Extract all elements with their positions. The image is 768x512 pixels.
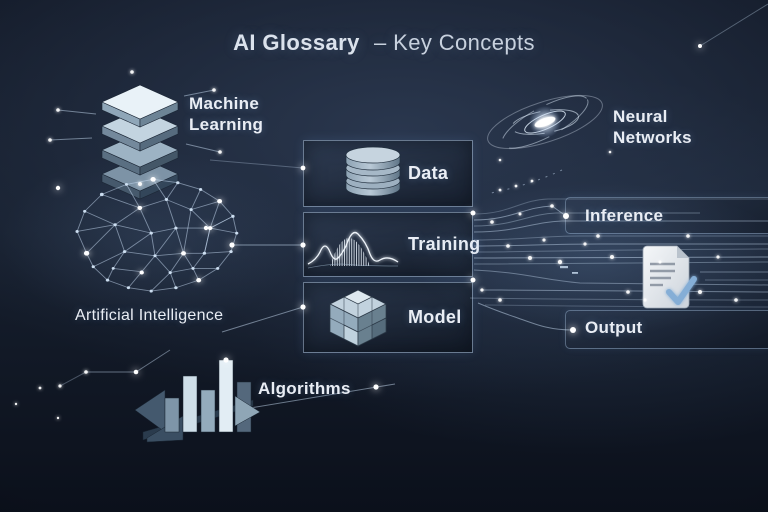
brain-network-icon (75, 177, 239, 293)
label-neural-networks: Neural Networks (613, 107, 692, 147)
bar-chart-icon (134, 359, 261, 443)
label-output: Output (585, 318, 643, 337)
label-inference: Inference (585, 206, 664, 225)
label-algorithms: Algorithms (258, 379, 351, 398)
label-machine-learning: Machine Learning (189, 94, 264, 134)
cube-icon (329, 289, 387, 347)
connector-lines (59, 3, 768, 409)
galaxy-spiral-icon (487, 94, 603, 150)
title-primary: AI Glossary (233, 30, 360, 55)
data-label: Data (408, 163, 449, 183)
document-check-icon (642, 245, 697, 309)
page-title: AI Glossary – Key Concepts (0, 30, 768, 56)
title-secondary: – Key Concepts (373, 30, 535, 55)
glow-dots (14, 44, 738, 420)
model-label: Model (408, 307, 462, 327)
label-artificial-intelligence: Artificial Intelligence (75, 307, 224, 324)
database-icon (345, 146, 401, 197)
waveform-icon (307, 231, 399, 269)
stacked-layers-icon (49, 84, 221, 200)
